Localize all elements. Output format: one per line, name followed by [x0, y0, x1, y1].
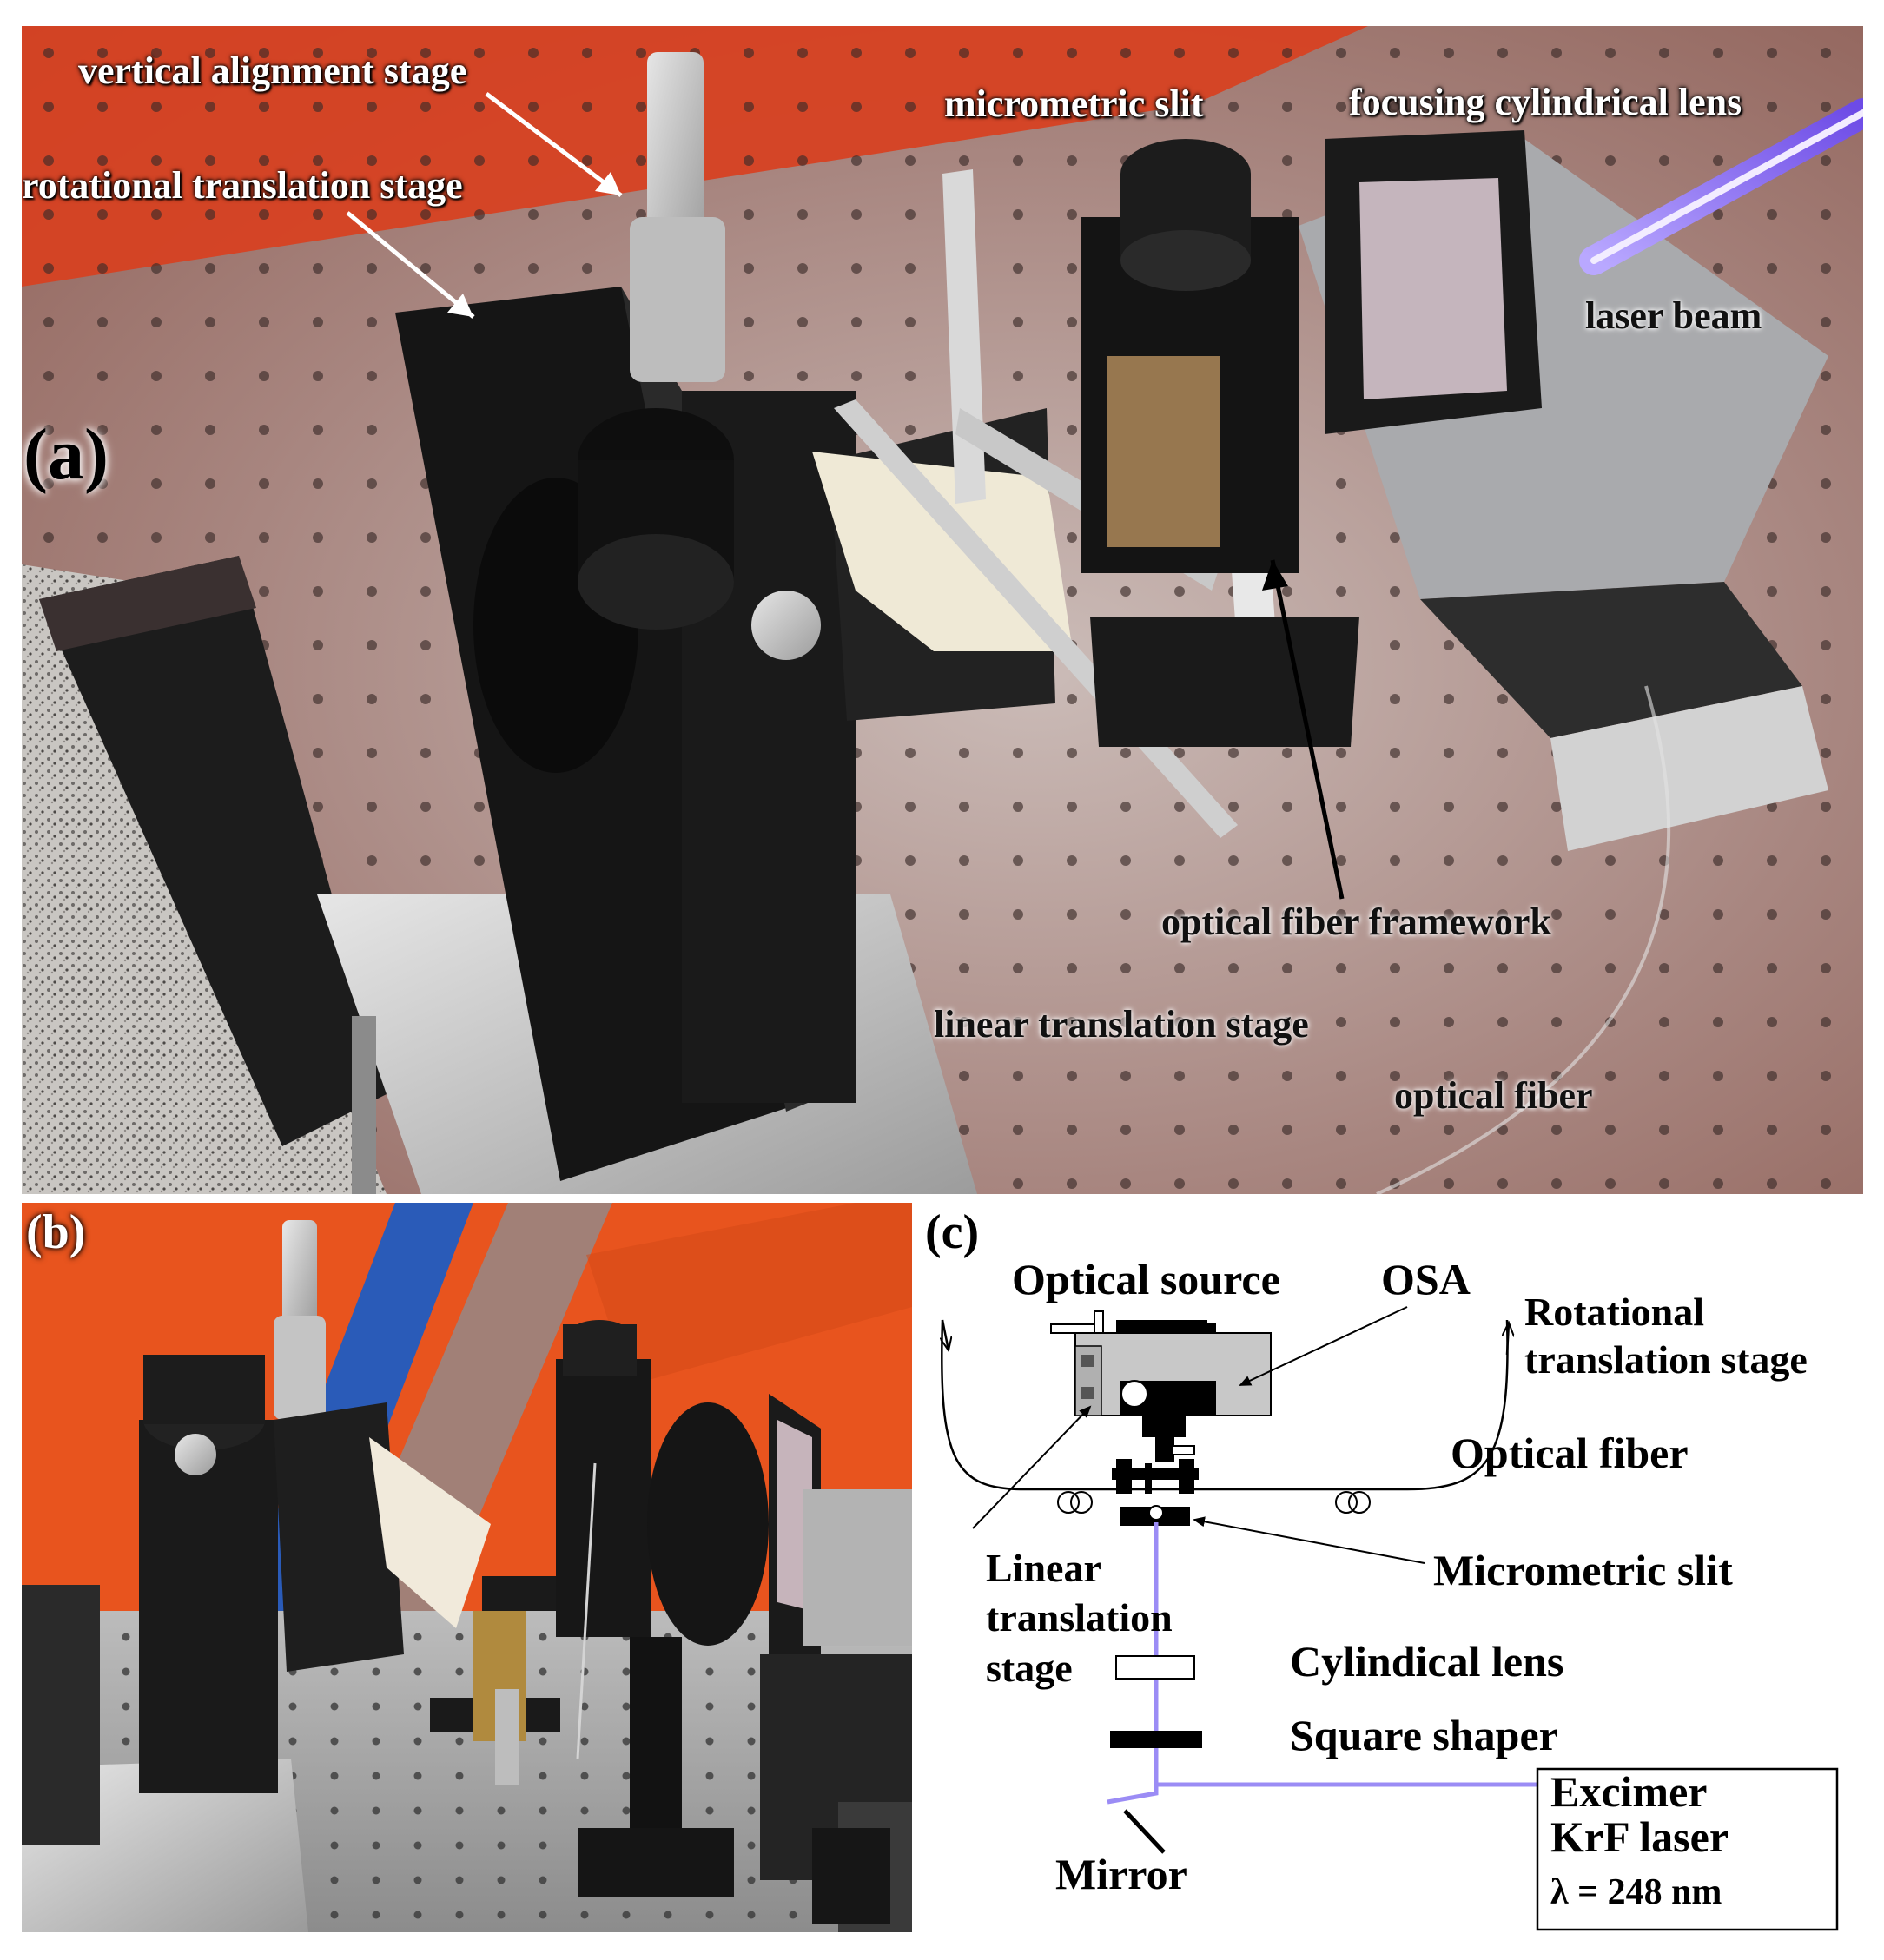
motor-housing: [39, 556, 387, 1146]
pointer-rotational: [1239, 1306, 1408, 1386]
label-linear-3: stage: [986, 1646, 1073, 1690]
mirror-symbol: [1123, 1809, 1166, 1854]
vertical-micrometer: [282, 1220, 317, 1333]
fiber-coil-left: [1057, 1491, 1080, 1514]
label-optical-fiber: optical fiber: [1394, 1074, 1593, 1117]
panel-a-scene: [22, 26, 1863, 1194]
arrow-vertical-stage: [485, 92, 623, 197]
label-linear-2: translation: [986, 1595, 1173, 1640]
label-laser-1: Excimer: [1550, 1767, 1708, 1816]
label-optical-fiber-framework: optical fiber framework: [1161, 901, 1551, 943]
paper-strip: [812, 452, 1073, 651]
paper-strip: [369, 1437, 491, 1628]
label-linear-1: Linear: [986, 1546, 1101, 1590]
arrow-fiber-framework: [1270, 559, 1345, 900]
arrow-rotational-stage: [346, 211, 475, 319]
label-micrometric-slit: Micrometric slit: [1433, 1546, 1733, 1594]
cylindrical-lens-symbol: [1115, 1655, 1195, 1680]
vertical-micrometer: [647, 52, 704, 269]
excimer-laser-box: [1536, 1767, 1839, 1931]
panel-b-photo: ​: [22, 1203, 912, 1932]
rotation-stage-tower: [139, 1420, 278, 1793]
arrow-to-osa: [1507, 1323, 1509, 1356]
panel-c-drawing: [921, 1306, 1839, 1931]
panel-b-scene: ​: [22, 1203, 912, 1932]
label-optical-fiber: Optical fiber: [1451, 1429, 1689, 1477]
label-cylindrical-lens: Cylindical lens: [1290, 1637, 1564, 1686]
fiber-framework: [576, 1462, 597, 1759]
micrometric-slit: [556, 1359, 651, 1637]
panel-b-tag: (b): [26, 1205, 86, 1259]
label-optical-source: Optical source: [1012, 1255, 1280, 1303]
stage-micrometer: [1116, 1320, 1207, 1336]
panel-c-tag: (c): [925, 1205, 980, 1259]
panel-a-tag: (a): [23, 414, 109, 495]
label-mirror: Mirror: [1055, 1850, 1187, 1898]
label-square-shaper: Square shaper: [1290, 1711, 1558, 1759]
panel-a-photo: (a) vertical alignment stage rotational …: [22, 26, 1863, 1194]
stage-top-bar: [1050, 1323, 1100, 1334]
label-rotational-translation-stage: rotational translation stage: [22, 164, 463, 207]
label-osa: OSA: [1381, 1255, 1471, 1303]
label-rotational-2: translation stage: [1524, 1337, 1808, 1382]
arrow-from-source: [942, 1319, 949, 1350]
label-laser-3: λ = 248 nm: [1550, 1872, 1722, 1912]
label-micrometric-slit: micrometric slit: [944, 82, 1204, 125]
label-focusing-cylindrical-lens: focusing cylindrical lens: [1349, 81, 1742, 123]
fiber-loop: [941, 1319, 1509, 1491]
label-laser-beam: laser beam: [1585, 294, 1762, 337]
label-laser-2: KrF laser: [1550, 1812, 1729, 1861]
rotation-plate: [274, 1402, 404, 1672]
panel-c-schematic: (c) Optical source OSA Rotational transl…: [921, 1203, 1867, 1932]
pointer-linear: [972, 1405, 1092, 1529]
square-shaper-symbol: [1110, 1731, 1202, 1748]
label-vertical-alignment-stage: vertical alignment stage: [78, 49, 467, 92]
fiber-coil-right: [1335, 1491, 1358, 1514]
label-rotational-1: Rotational: [1524, 1290, 1704, 1334]
pointer-slit: [1193, 1516, 1425, 1564]
label-linear-translation-stage: linear translation stage: [934, 1003, 1309, 1046]
laser-path-vertical: [1107, 1522, 1159, 1805]
